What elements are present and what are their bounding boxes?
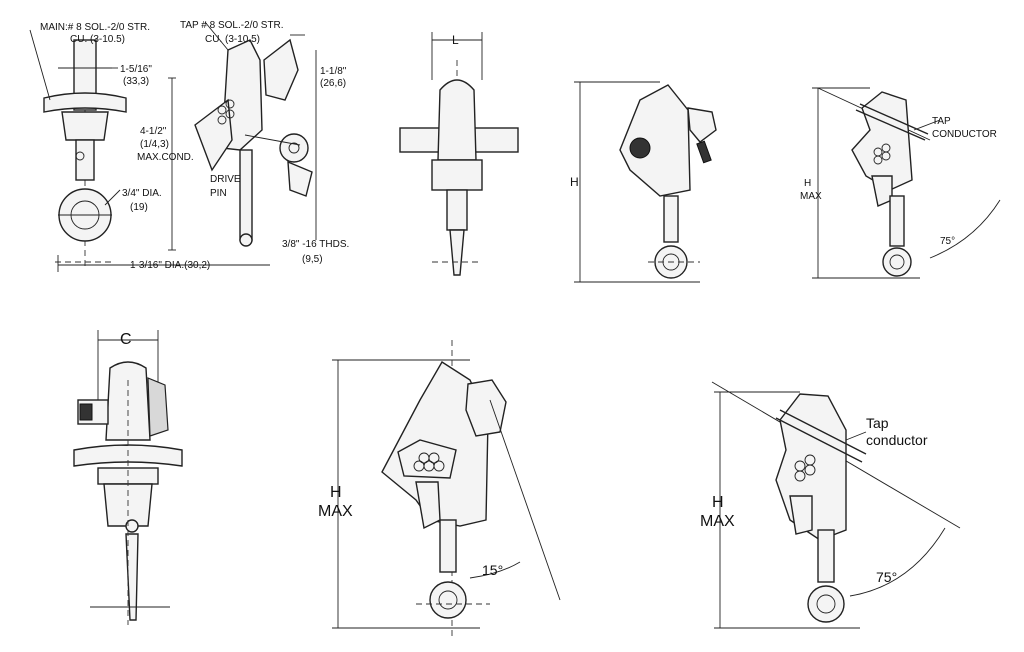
conductor-lower-label: conductor <box>866 432 928 448</box>
max-cond-label: MAX.COND. <box>137 152 194 163</box>
dim-H4-label: H <box>712 494 724 511</box>
dim-H3-label: H <box>330 484 342 501</box>
max2-label: MAX <box>800 191 822 202</box>
angle-75-upper-label: 75° <box>940 236 955 247</box>
dim-4-1-2-mm-label: (1/4,3) <box>140 139 169 150</box>
dim-H2-label: H <box>804 178 811 189</box>
thds-mm-label: (9,5) <box>302 254 323 265</box>
angle-15-label: 15° <box>482 562 503 578</box>
dim-H1-label: H <box>570 175 579 189</box>
dim-1-1-8-label: 1-1/8" <box>320 66 347 77</box>
dim-4-1-2-label: 4-1/2" <box>140 126 167 137</box>
dim-L-label: L <box>452 33 459 47</box>
figure-L-view: L <box>399 32 519 276</box>
tap-spec-label: TAP # 8 SOL.-2/0 STR. <box>180 20 284 31</box>
drive-label: DRIVE <box>210 174 241 185</box>
tap-lower-label: Tap <box>866 415 889 431</box>
side-view-clamp <box>194 38 313 247</box>
dim-C-label: C <box>120 331 132 348</box>
front-view-clamp <box>43 39 127 270</box>
dim-1-5-16-mm-label: (33,3) <box>123 76 149 87</box>
tap-upper-label: TAP <box>932 116 951 127</box>
max3-label: MAX <box>318 503 353 520</box>
dia-3-4-label: 3/4" DIA. <box>122 188 162 199</box>
main-spec-label: MAIN:# 8 SOL.-2/0 STR. <box>40 22 150 33</box>
dim-1-1-8-mm-label: (26,6) <box>320 78 346 89</box>
dim-1-5-16-label: 1-5/16" <box>120 64 152 75</box>
pin-label: PIN <box>210 188 227 199</box>
figure-tap-conductor-lower: Tap conductor H MAX 75° <box>700 381 961 629</box>
dia-1-3-16-label: 1-3/16" DIA.(30,2) <box>130 260 210 271</box>
conductor-upper-label: CONDUCTOR <box>932 129 997 140</box>
max4-label: MAX <box>700 513 735 530</box>
figure-C-view: C <box>73 330 183 625</box>
figure-H-view: H <box>570 81 717 283</box>
figure-15-degree-view: H MAX 15° <box>318 340 561 640</box>
angle-75-lower-label: 75° <box>876 569 897 585</box>
figure-tap-conductor-upper: TAP CONDUCTOR H MAX 75° <box>800 87 1001 279</box>
main-spec-cu-label: CU. (3-10.5) <box>70 34 125 45</box>
thds-label: 3/8" -16 THDS. <box>282 239 349 250</box>
dia-3-4-mm-label: (19) <box>130 202 148 213</box>
tap-spec-cu-label: CU. (3-10.5) <box>205 34 260 45</box>
figure-dimensioned-views: MAIN:# 8 SOL.-2/0 STR. CU. (3-10.5) TAP … <box>29 20 349 272</box>
